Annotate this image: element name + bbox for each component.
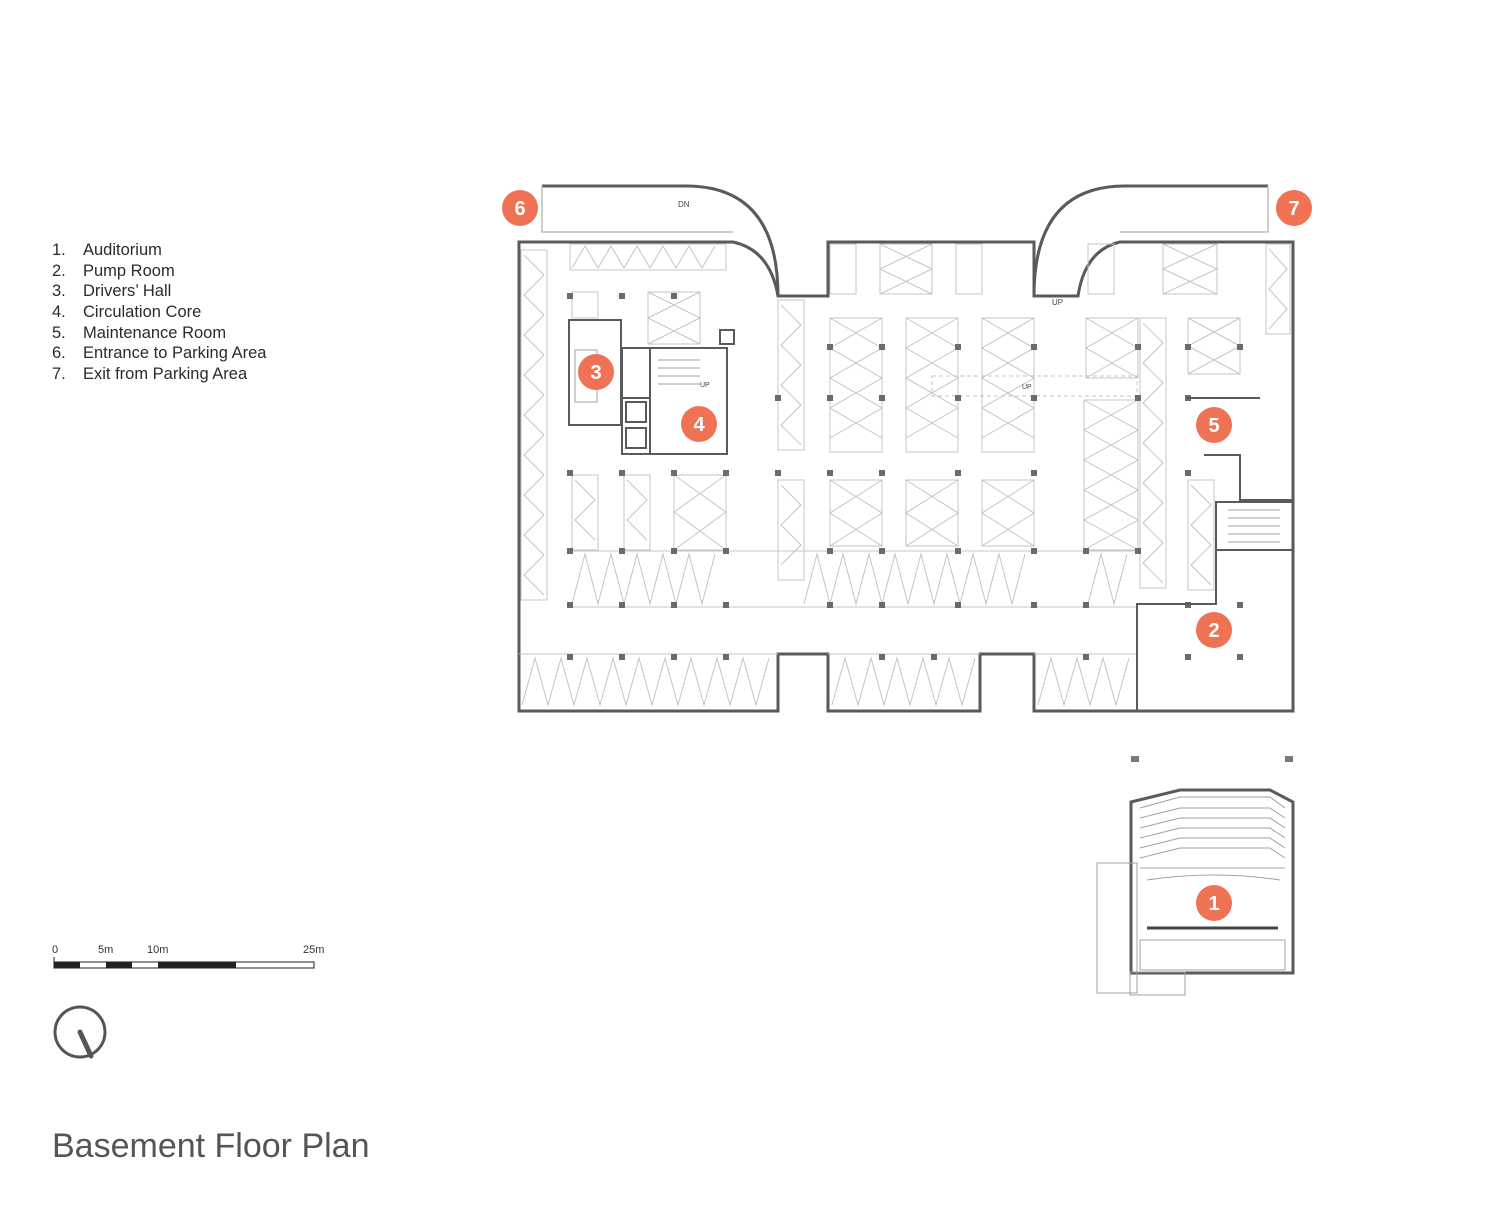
legend-label: Exit from Parking Area — [83, 365, 248, 384]
scale-label-10m: 10m — [147, 944, 169, 956]
ramp-dn-label: DN — [678, 200, 690, 209]
marker-5: 5 — [1196, 407, 1232, 443]
legend-number: 4. — [52, 303, 66, 322]
legend-label: Pump Room — [83, 261, 175, 280]
marker-2-label: 2 — [1208, 620, 1219, 642]
north-arrow-icon — [53, 1005, 107, 1059]
marker-4: 4 — [681, 406, 717, 442]
marker-1: 1 — [1196, 885, 1232, 921]
marker-4-label: 4 — [693, 414, 705, 436]
legend-number: 7. — [52, 365, 66, 384]
scale-label-25m: 25m — [303, 944, 325, 956]
legend-label: Circulation Core — [83, 303, 202, 322]
legend-label: Entrance to Parking Area — [83, 344, 267, 363]
scale-label-5m: 5m — [98, 944, 114, 956]
legend-label: Maintenance Room — [83, 323, 227, 342]
marker-6: 6 — [502, 190, 538, 226]
marker-1-label: 1 — [1208, 893, 1219, 915]
legend-number: 3. — [52, 282, 66, 301]
legend-number: 1. — [52, 241, 66, 259]
marker-3: 3 — [578, 354, 614, 390]
markers: 1 2 3 4 5 6 7 — [502, 190, 1312, 921]
legend-number: 5. — [52, 323, 66, 342]
legend-number: 6. — [52, 344, 66, 363]
legend-label: Drivers’ Hall — [83, 282, 172, 301]
marker-7-label: 7 — [1288, 198, 1299, 220]
marker-3-label: 3 — [590, 362, 601, 384]
marker-7: 7 — [1276, 190, 1312, 226]
auditorium — [1096, 756, 1295, 996]
page-title: Basement Floor Plan — [52, 1127, 370, 1165]
legend-label: Auditorium — [83, 241, 162, 259]
marker-2: 2 — [1196, 612, 1232, 648]
core-up-label: UP — [700, 382, 710, 389]
parking-level: DN UP — [517, 184, 1295, 713]
marker-5-label: 5 — [1208, 415, 1219, 437]
ramp-up-label: UP — [1052, 298, 1063, 307]
legend-number: 2. — [52, 261, 66, 280]
marker-6-label: 6 — [514, 198, 525, 220]
stair-up-label: UP — [1022, 384, 1032, 391]
scale-label-0: 0 — [52, 944, 59, 956]
scale-bar — [53, 957, 315, 969]
